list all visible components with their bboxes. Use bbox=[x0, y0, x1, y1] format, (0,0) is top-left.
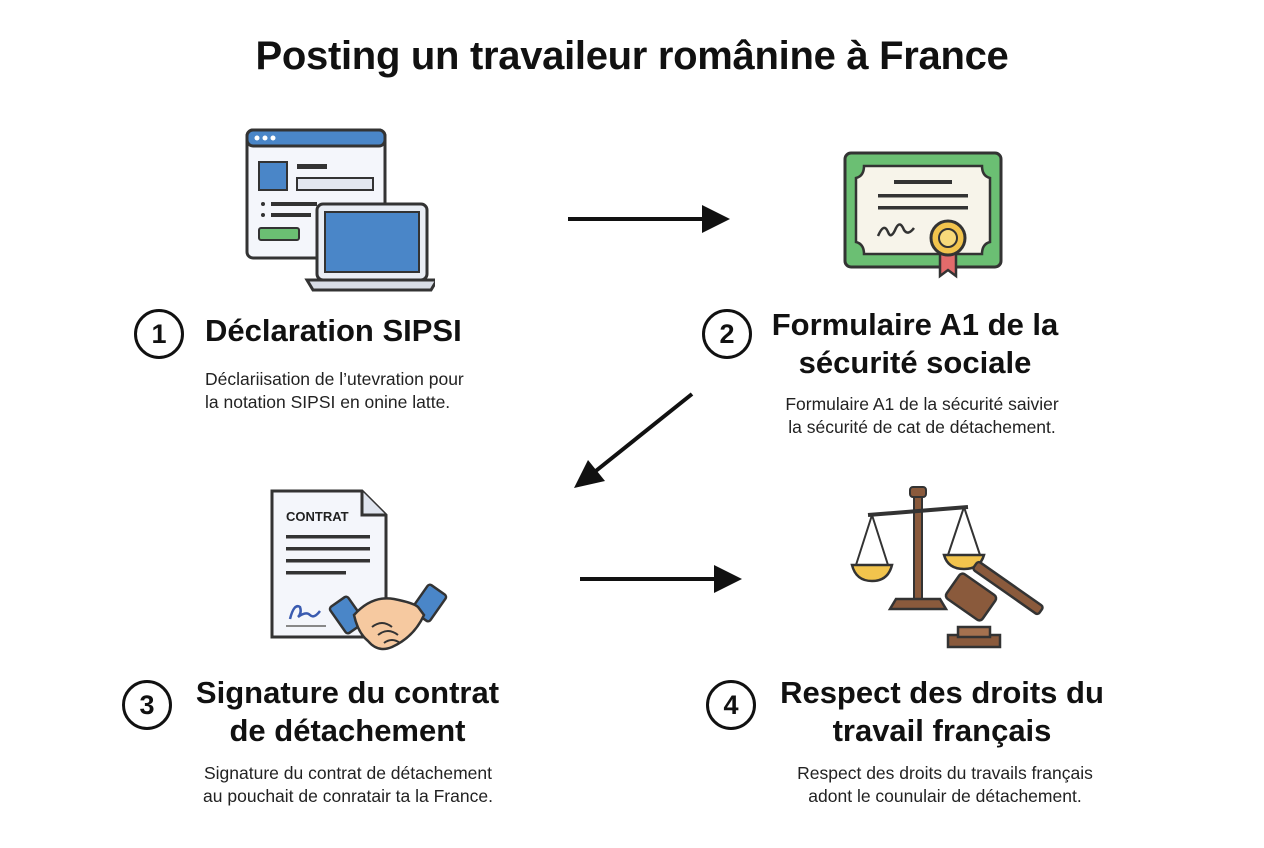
step-1-title: Déclaration SIPSI bbox=[205, 313, 462, 348]
step-3-description-line: Signature du contrat de détachement bbox=[204, 763, 492, 783]
arrow-step3-to-step4 bbox=[580, 565, 742, 593]
step-1-number: 1 bbox=[134, 309, 184, 359]
step-2-description: Formulaire A1 de la sécurité saivier la … bbox=[752, 393, 1092, 439]
page-title: Posting un travaileur românine à France bbox=[255, 34, 1009, 78]
step-1-description-line: Déclariisation de l’utevration pour bbox=[205, 369, 464, 389]
step-4-title-line: Respect des droits du bbox=[780, 675, 1104, 710]
step-1-description-line: la notation SIPSI en onine latte. bbox=[205, 392, 451, 412]
step-4-description-line: adont le counulair de détachement. bbox=[808, 786, 1082, 806]
certificate-icon bbox=[842, 150, 1008, 280]
scales-gavel-icon bbox=[848, 485, 1058, 660]
contract-handshake-icon: CONTRAT bbox=[268, 487, 448, 657]
arrow-step1-to-step2 bbox=[568, 205, 730, 233]
step-4-description-line: Respect des droits du travails français bbox=[797, 763, 1093, 783]
step-3-title-line: de détachement bbox=[229, 713, 466, 748]
step-1-description: Déclariisation de l’utevration pour la n… bbox=[205, 368, 464, 414]
web-laptop-icon bbox=[245, 128, 435, 293]
arrow-step2-to-step3 bbox=[574, 392, 694, 488]
step-2-title-line: Formulaire A1 de la bbox=[771, 307, 1059, 342]
step-3-title: Signature du contrat de détachement bbox=[180, 674, 515, 750]
step-3-description-line: au pouchait de conratair ta la France. bbox=[203, 786, 493, 806]
contract-icon-label: CONTRAT bbox=[286, 509, 349, 524]
step-3-title-line: Signature du contrat bbox=[195, 675, 500, 710]
step-2-description-line: Formulaire A1 de la sécurité saivier bbox=[785, 394, 1059, 414]
step-2-number: 2 bbox=[702, 309, 752, 359]
step-2-title-line: sécurité sociale bbox=[798, 345, 1032, 380]
step-4-title: Respect des droits du travail français bbox=[762, 674, 1122, 750]
step-3-description: Signature du contrat de détachement au p… bbox=[168, 762, 528, 808]
step-2-description-line: la sécurité de cat de détachement. bbox=[788, 417, 1056, 437]
step-4-title-line: travail français bbox=[832, 713, 1052, 748]
step-2-title: Formulaire A1 de la sécurité sociale bbox=[760, 306, 1070, 382]
step-4-number: 4 bbox=[706, 680, 756, 730]
step-3-number: 3 bbox=[122, 680, 172, 730]
step-4-description: Respect des droits du travails français … bbox=[760, 762, 1130, 808]
